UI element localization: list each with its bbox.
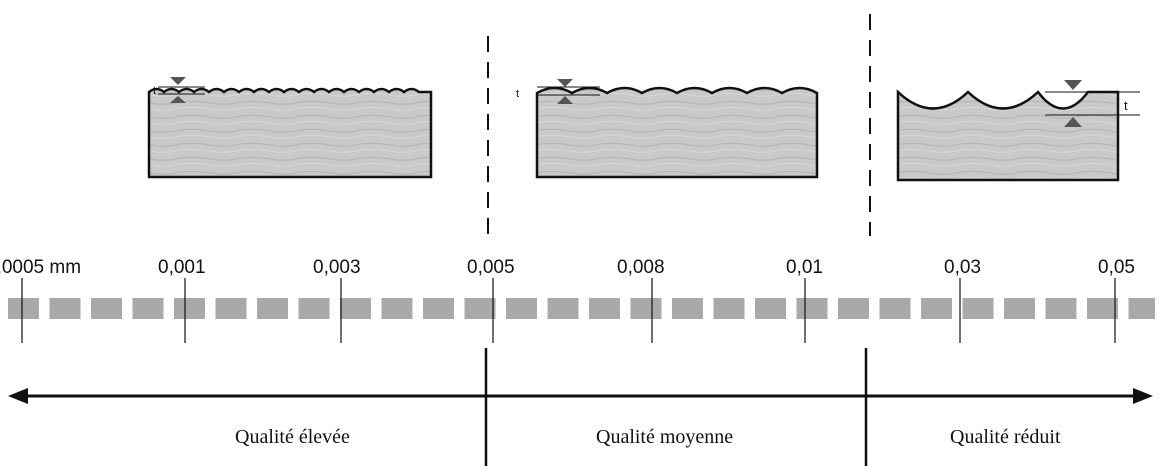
surface-marker-2: t (516, 79, 600, 104)
tick-label-7: 0,05 (1098, 257, 1135, 278)
bar-segment-18 (755, 298, 786, 319)
tick-label-6: 0,03 (944, 257, 981, 278)
zone-label-reduced: Qualité réduit (950, 426, 1061, 448)
bar-segment-15 (630, 298, 662, 319)
bar-segment-22 (921, 298, 952, 319)
bar-segment-4 (174, 298, 205, 319)
bar-segment-13 (547, 298, 579, 319)
t-label-2: t (516, 88, 519, 100)
bar-segment-21 (879, 298, 911, 319)
surface-block-medium: t (516, 79, 819, 179)
bar-segment-23 (962, 298, 994, 319)
t-label-1: t (153, 85, 156, 97)
tick-label-2: 0,003 (313, 257, 361, 278)
bar-segment-17 (713, 298, 745, 319)
tick-label-5: 0,01 (786, 257, 823, 278)
tick-label-1: 0,001 (158, 257, 206, 278)
quality-range-arrow (8, 388, 1153, 404)
t-label-3: t (1124, 98, 1128, 113)
bar-segment-9 (381, 298, 413, 319)
zone-label-high: Qualité élevée (235, 426, 350, 448)
bar-segment-12 (506, 298, 537, 319)
zone-label-medium: Qualité moyenne (596, 426, 733, 448)
bar-segment-27 (1128, 298, 1155, 319)
bar-segment-11 (464, 298, 496, 319)
bar-segment-2 (91, 298, 122, 319)
bar-segment-8 (340, 298, 371, 319)
bar-segment-1 (49, 298, 81, 319)
surface-block-fine: t (147, 77, 433, 179)
bar-segment-3 (132, 298, 164, 319)
bar-segment-24 (1004, 298, 1035, 319)
bar-segment-20 (838, 298, 869, 319)
bar-segment-16 (672, 298, 703, 319)
surface-marker-3: t (1045, 80, 1140, 127)
bar-segment-25 (1045, 298, 1077, 319)
bar-segment-19 (796, 298, 828, 319)
bar-segment-10 (423, 298, 454, 319)
bar-segment-14 (589, 298, 620, 319)
tick-label-4: 0,008 (617, 257, 665, 278)
bar-segment-26 (1087, 298, 1118, 319)
bar-segment-5 (215, 298, 247, 319)
tick-label-3: 0,005 (467, 257, 515, 278)
bar-segment-7 (298, 298, 330, 319)
surface-marker-1: t (153, 77, 205, 103)
measurement-bar (8, 298, 1155, 319)
bar-segment-0 (8, 298, 39, 319)
surface-block-coarse: t (896, 80, 1140, 182)
bar-segment-6 (257, 298, 288, 319)
tick-label-0: 0,0005 mm (0, 257, 81, 278)
